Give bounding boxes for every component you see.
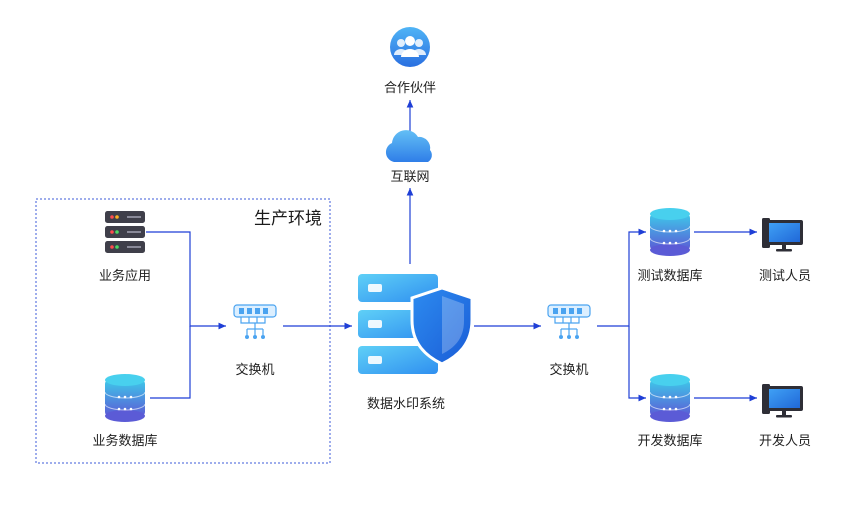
test-db-label: 测试数据库 bbox=[637, 269, 703, 284]
server-icon bbox=[105, 211, 145, 253]
left-switch-label: 交换机 bbox=[235, 363, 275, 378]
connector-switch-to-dev-db bbox=[628, 326, 646, 402]
connectors bbox=[146, 100, 757, 402]
production-environment-boundary bbox=[35, 198, 331, 464]
server-shield-icon bbox=[358, 274, 474, 374]
desktop-computer-icon bbox=[762, 218, 803, 252]
watermark-system-label: 数据水印系统 bbox=[366, 397, 446, 412]
right-switch-label: 交换机 bbox=[549, 363, 589, 378]
users-icon bbox=[390, 27, 430, 67]
database-icon bbox=[649, 374, 691, 422]
network-switch-icon bbox=[233, 304, 277, 339]
database-icon bbox=[649, 208, 691, 256]
business-db-label: 业务数据库 bbox=[92, 434, 158, 449]
connector-app-to-switch bbox=[146, 231, 226, 330]
dev-db-label: 开发数据库 bbox=[637, 434, 703, 449]
cloud-icon bbox=[385, 130, 432, 162]
internet-label: 互联网 bbox=[390, 170, 430, 185]
network-switch-icon bbox=[547, 304, 591, 339]
production-environment-label: 生产环境 bbox=[254, 209, 322, 229]
developers-label: 开发人员 bbox=[758, 434, 812, 449]
partner-label: 合作伙伴 bbox=[383, 81, 437, 96]
connector-db-to-switch bbox=[150, 326, 191, 399]
desktop-computer-icon bbox=[762, 384, 803, 418]
business-app-label: 业务应用 bbox=[98, 269, 152, 284]
testers-label: 测试人员 bbox=[758, 269, 812, 284]
database-icon bbox=[104, 374, 146, 422]
connector-switch-to-test-db bbox=[597, 228, 646, 327]
